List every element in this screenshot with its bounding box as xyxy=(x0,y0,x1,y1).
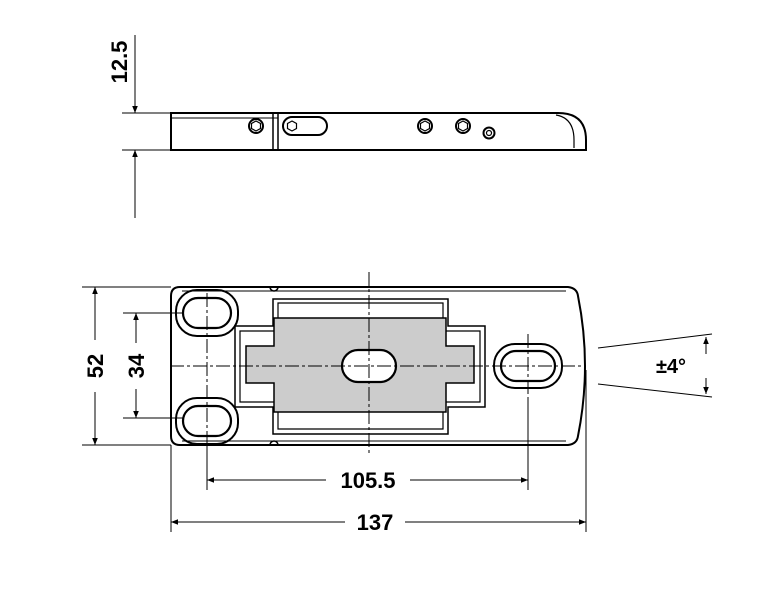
dim-length-total xyxy=(170,370,587,532)
side-view-outline xyxy=(170,112,587,151)
dim-label-angle-tolerance: ±4° xyxy=(656,356,686,378)
notch-top xyxy=(269,286,279,292)
hex-screw-1 xyxy=(248,118,264,134)
side-slot xyxy=(282,116,328,136)
dim-hole-spacing-vertical xyxy=(123,312,184,419)
plate-inner-edge xyxy=(182,290,566,442)
side-view xyxy=(170,112,587,151)
centre-lines xyxy=(170,272,586,455)
dim-label-hole-spacing-horizontal: 105.5 xyxy=(340,468,395,493)
hex-socket-in-slot xyxy=(286,120,298,132)
hex-screw-3 xyxy=(455,118,471,134)
plate-outline xyxy=(170,286,586,446)
dim-label-hole-spacing-vertical: 34 xyxy=(124,353,149,378)
dim-angle-tolerance xyxy=(597,333,713,398)
dim-hole-spacing-horizontal xyxy=(206,398,529,490)
mounting-block-outer xyxy=(234,298,486,435)
dim-label-length-total: 137 xyxy=(357,510,394,535)
notch-bottom xyxy=(269,440,279,446)
hex-screw-2 xyxy=(417,118,433,134)
dim-height-side xyxy=(122,35,171,218)
dim-label-height-side: 12.5 xyxy=(107,41,132,84)
dim-label-width-total: 52 xyxy=(83,354,108,378)
small-screw xyxy=(482,126,496,140)
dim-width-total xyxy=(82,286,171,446)
side-view-nose-curve xyxy=(555,114,575,148)
